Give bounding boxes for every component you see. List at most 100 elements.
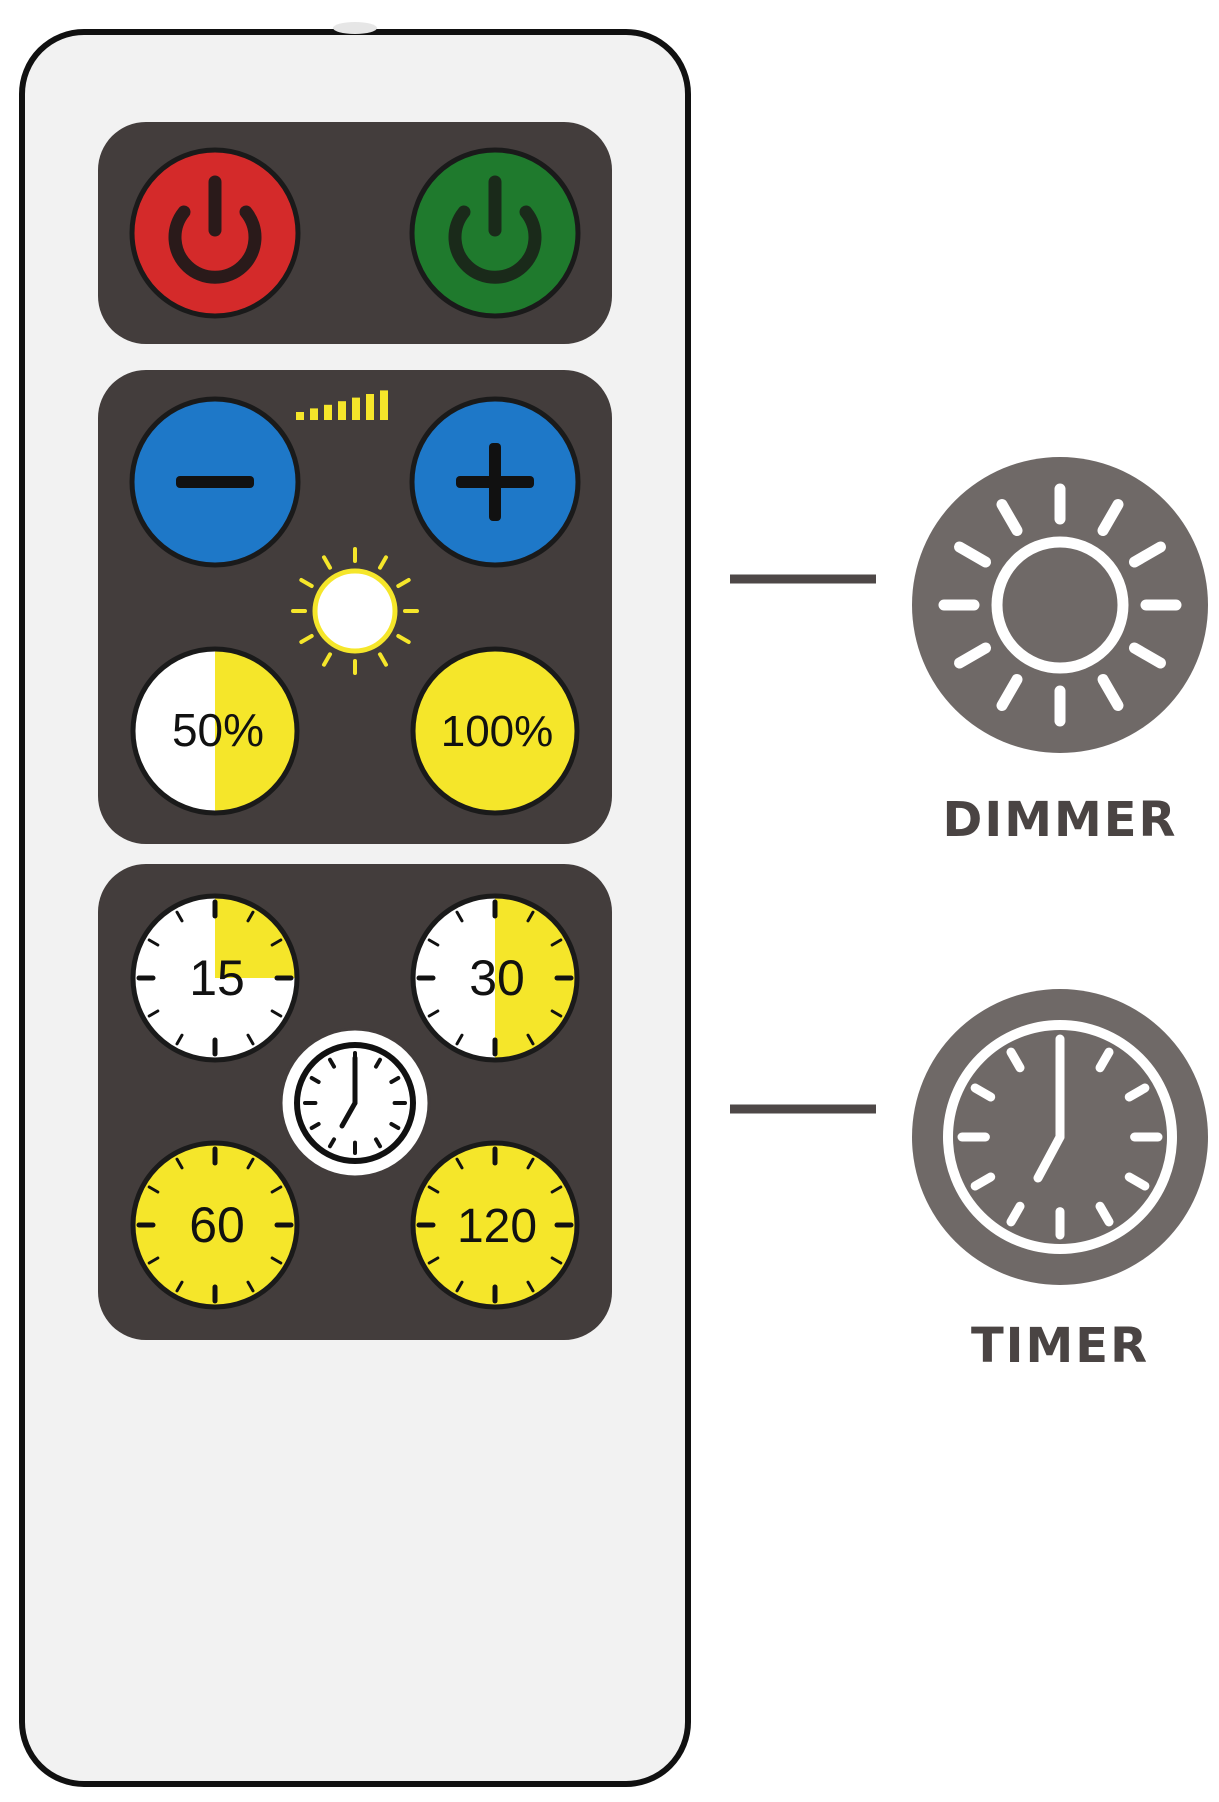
timer-tick	[427, 1185, 440, 1194]
sun-ray	[1128, 642, 1166, 669]
timer-tick	[526, 910, 535, 923]
sun-ray	[954, 541, 992, 568]
timer-tick	[246, 910, 255, 923]
dimmer-label: DIMMER	[942, 792, 1178, 848]
minus-icon	[176, 476, 254, 488]
power-icon	[168, 175, 262, 284]
timer-tick	[270, 938, 283, 947]
timer-tick	[175, 1033, 184, 1046]
sun-ray	[396, 634, 411, 644]
timer-tick	[147, 1185, 160, 1194]
timer-tick	[147, 1256, 160, 1265]
timer-tick	[455, 1033, 464, 1046]
timer-tick	[526, 1280, 535, 1293]
level-bar	[352, 397, 360, 420]
power-off-button[interactable]	[129, 147, 301, 319]
clock-tick	[1095, 1047, 1114, 1073]
power-icon	[448, 175, 542, 284]
clock-tick	[374, 1057, 382, 1069]
timer-60-label: 60	[189, 1197, 245, 1253]
clock-icon	[279, 1027, 431, 1179]
timer-tick	[270, 1256, 283, 1265]
sun-ray	[299, 578, 314, 588]
level-bar	[366, 394, 374, 420]
clock-tick	[309, 1076, 321, 1084]
timer-tick	[427, 1256, 440, 1265]
sun-icon	[912, 457, 1208, 753]
brightness-100-button[interactable]: 100%	[410, 646, 580, 816]
timer-tick	[175, 1280, 184, 1293]
timer-30-label: 30	[469, 950, 525, 1006]
timer-tick	[550, 1256, 563, 1265]
dim-up-button[interactable]	[409, 396, 581, 568]
timer-tick	[427, 938, 440, 947]
timer-30-button[interactable]: 30	[410, 893, 580, 1063]
timer-tick	[246, 1033, 255, 1046]
timer-tick	[147, 938, 160, 947]
clock-tick	[389, 1122, 401, 1130]
timer-tick	[550, 938, 563, 947]
sun-ray	[396, 578, 411, 588]
level-bar	[310, 408, 318, 420]
clock-tick	[389, 1076, 401, 1084]
clock-tick	[1124, 1172, 1150, 1191]
sun-ray	[1128, 541, 1166, 568]
timer-tick	[147, 1009, 160, 1018]
timer-tick	[550, 1009, 563, 1018]
timer-15-label: 15	[189, 950, 245, 1006]
timer-60-button[interactable]: 60	[130, 1140, 300, 1310]
dim-down-button[interactable]	[129, 396, 301, 568]
sun-ray	[299, 634, 314, 644]
brightness-50-button[interactable]: 50%	[130, 646, 300, 816]
timer-tick	[246, 1280, 255, 1293]
timer-tick	[526, 1157, 535, 1170]
power-on-button[interactable]	[409, 147, 581, 319]
brightness-100-label: 100%	[441, 707, 554, 756]
clock-tick	[328, 1137, 336, 1149]
timer-15-button[interactable]: 15	[130, 893, 300, 1063]
timer-tick	[550, 1185, 563, 1194]
sun-ray	[996, 499, 1023, 537]
clock-tick	[328, 1057, 336, 1069]
sun-icon	[291, 547, 419, 675]
level-bar	[380, 390, 388, 420]
clock-tick	[970, 1172, 996, 1191]
remote-nub	[333, 22, 377, 34]
level-bar	[324, 404, 332, 420]
sun-ray	[1097, 673, 1124, 711]
clock-tick	[1124, 1083, 1150, 1102]
timer-tick	[246, 1157, 255, 1170]
sun-ray	[1097, 499, 1124, 537]
timer-tick	[455, 1280, 464, 1293]
clock-tick	[1095, 1201, 1114, 1227]
sun-ray	[378, 652, 388, 667]
timer-tick	[455, 1157, 464, 1170]
sun-ray	[954, 642, 992, 669]
timer-tick	[270, 1185, 283, 1194]
timer-tick	[270, 1009, 283, 1018]
clock-icon	[912, 989, 1208, 1285]
timer-tick	[427, 1009, 440, 1018]
brightness-50-label: 50%	[172, 704, 264, 756]
timer-tick	[455, 910, 464, 923]
clock-tick	[374, 1137, 382, 1149]
level-bar	[338, 401, 346, 420]
sun-ray	[322, 555, 332, 570]
timer-label: TIMER	[970, 1318, 1150, 1374]
timer-tick	[526, 1033, 535, 1046]
clock-tick	[1006, 1201, 1025, 1227]
timer-120-button[interactable]: 120	[410, 1140, 580, 1310]
brightness-level-icon	[296, 390, 388, 420]
timer-120-label: 120	[457, 1200, 537, 1253]
sun-ray	[996, 673, 1023, 711]
sun-ray	[322, 652, 332, 667]
clock-tick	[309, 1122, 321, 1130]
timer-tick	[175, 910, 184, 923]
level-bar	[296, 412, 304, 420]
sun-ray	[378, 555, 388, 570]
clock-tick	[970, 1083, 996, 1102]
clock-tick	[1006, 1047, 1025, 1073]
plus-icon	[456, 443, 534, 521]
timer-tick	[175, 1157, 184, 1170]
